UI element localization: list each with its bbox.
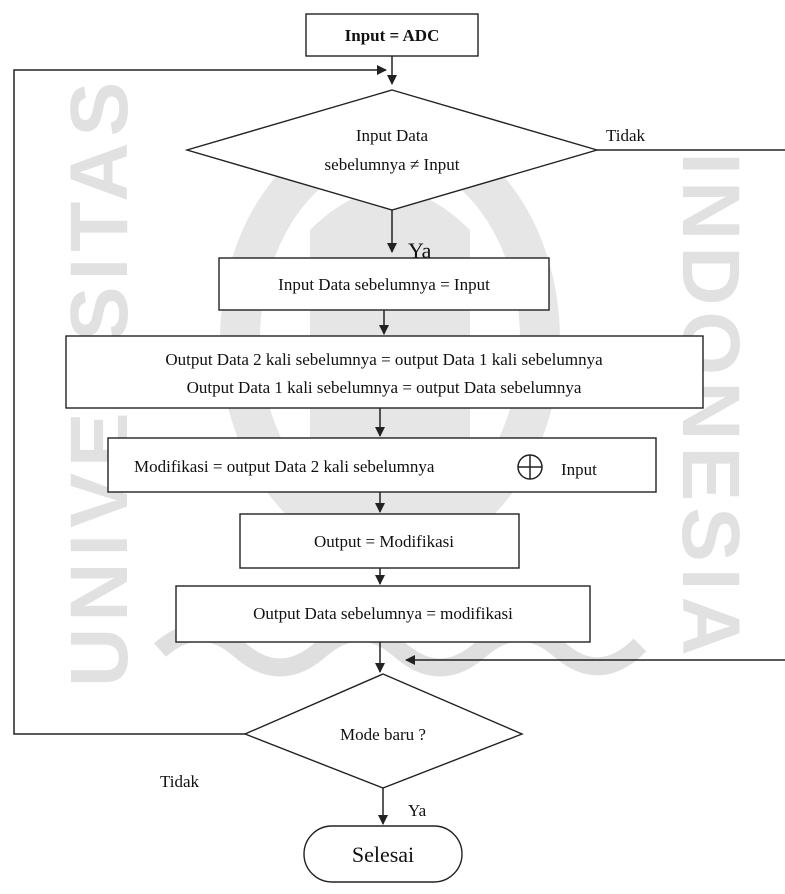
decision1-yes-label: Ya	[408, 238, 432, 263]
step-output	[239, 513, 520, 569]
start-label: Input = ADC	[345, 26, 440, 45]
decision-new-mode-label: Mode baru ?	[340, 725, 426, 744]
decision-input-changed-line2: sebelumnya ≠ Input	[325, 155, 460, 174]
start-box	[305, 13, 479, 57]
step-store-input	[218, 257, 550, 311]
step-modify-label: Modifikasi = output Data 2 kali sebelumn…	[134, 457, 435, 476]
end-terminator	[303, 825, 463, 883]
decision2-yes-label: Ya	[408, 801, 427, 820]
step-modify-tail-label: Input	[561, 460, 597, 479]
step-store-output	[175, 585, 591, 643]
arabic-script-watermark	[154, 623, 647, 677]
end-label: Selesai	[352, 842, 414, 867]
step-shift-outputs-line2: Output Data 1 kali sebelumnya = output D…	[187, 378, 582, 397]
loop-back-path	[13, 69, 330, 735]
step-output-label: Output = Modifikasi	[314, 532, 454, 551]
xor-symbol-icon	[517, 454, 543, 480]
step-shift-outputs-line1: Output Data 2 kali sebelumnya = output D…	[165, 350, 603, 369]
step-store-output-label: Output Data sebelumnya = modifikasi	[253, 604, 513, 623]
decision-input-changed	[184, 89, 600, 211]
step-store-input-label: Input Data sebelumnya = Input	[278, 275, 490, 294]
decision-input-changed-line1: Input Data	[356, 126, 429, 145]
step-shift-outputs	[65, 335, 704, 409]
step-modify	[107, 437, 657, 493]
decision1-no-label: Tidak	[606, 126, 646, 145]
decision2-no-label: Tidak	[160, 772, 200, 791]
